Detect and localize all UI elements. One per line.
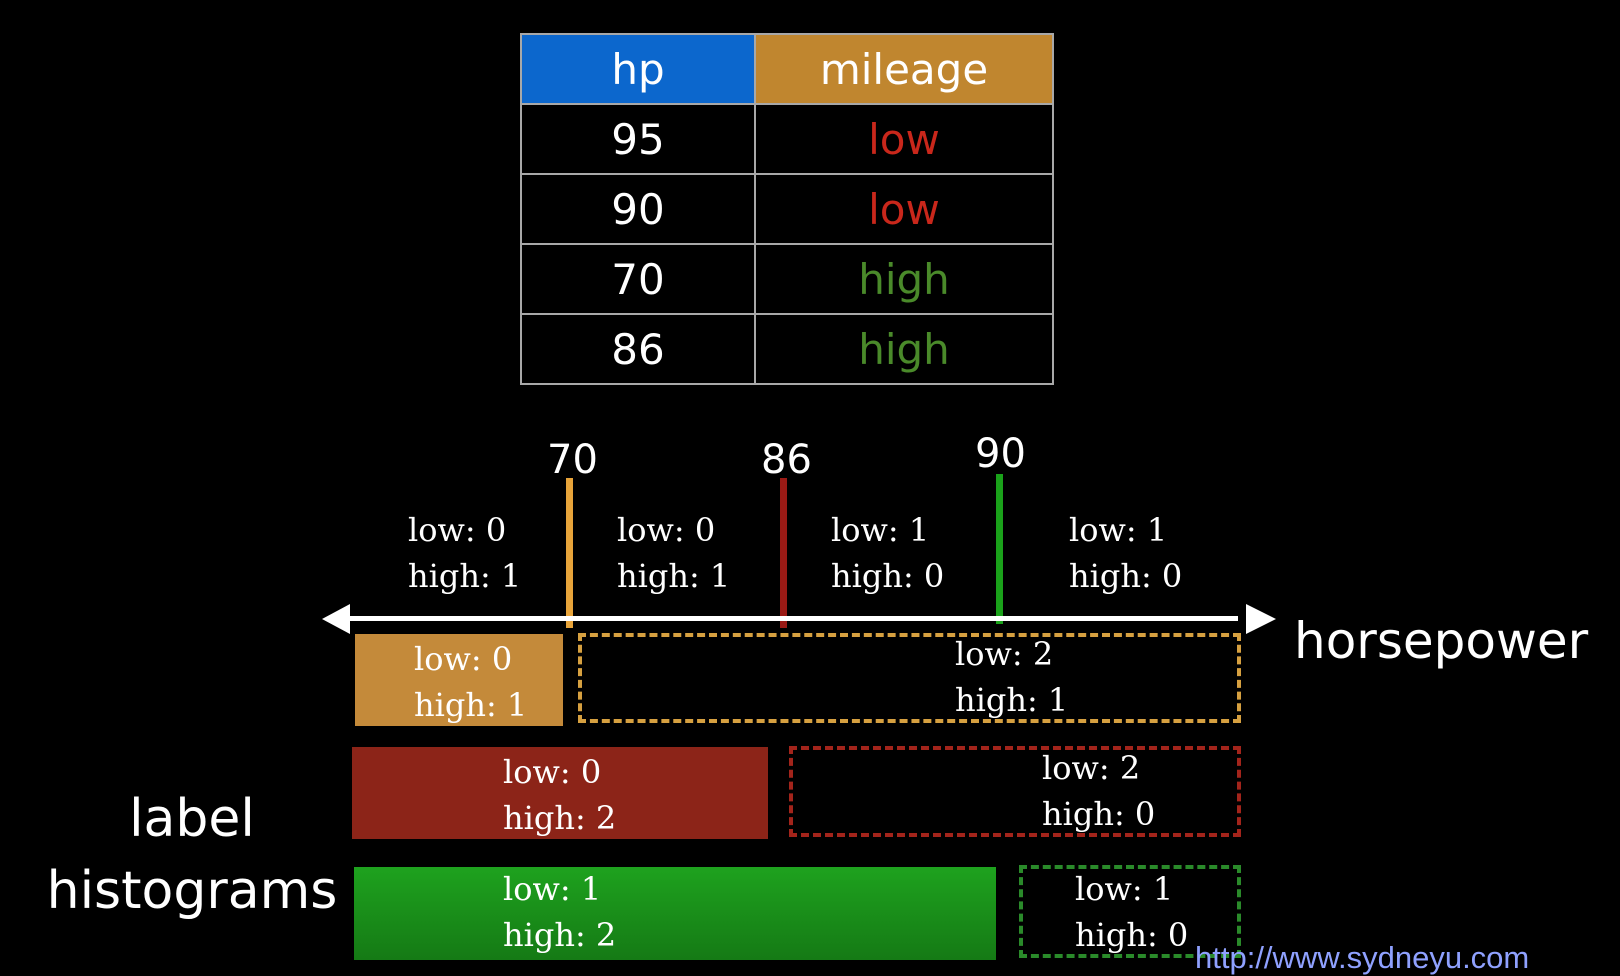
- split-line-86: [780, 478, 787, 628]
- split-line-90: [996, 474, 1003, 624]
- histogram-86-right: [789, 746, 1241, 837]
- histogram-70-left-counts: low: 0 high: 1: [414, 636, 527, 728]
- histogram-low: low: 2: [955, 635, 1054, 673]
- horsepower-axis-line: [340, 616, 1238, 621]
- histogram-86-left-counts: low: 0 high: 2: [503, 749, 616, 841]
- histogram-low: low: 1: [1075, 870, 1174, 908]
- segment-counts-3: low: 1 high: 0: [831, 507, 944, 599]
- segment-counts-2: low: 0 high: 1: [617, 507, 730, 599]
- cell-hp: 70: [520, 243, 756, 315]
- segment-counts-1: low: 0 high: 1: [408, 507, 521, 599]
- histogram-90-left-counts: low: 1 high: 2: [503, 866, 616, 958]
- split-label-86: 86: [761, 437, 812, 483]
- histogram-high: high: 1: [955, 681, 1069, 719]
- histogram-86-left: [352, 747, 768, 839]
- cell-hp: 86: [520, 313, 756, 385]
- split-line-70: [566, 478, 573, 628]
- segment-high: high: 1: [617, 557, 731, 595]
- watermark-url: http://www.sydneyu.com: [1195, 940, 1530, 975]
- histogram-low: low: 2: [1042, 749, 1141, 787]
- histogram-high: high: 2: [503, 799, 617, 837]
- table-row: 90 low: [520, 173, 1054, 245]
- cell-mileage: high: [754, 313, 1054, 385]
- histogram-90-right: [1019, 865, 1241, 958]
- split-label-70: 70: [547, 437, 598, 483]
- table-row: 70 high: [520, 243, 1054, 315]
- segment-low: low: 1: [1069, 511, 1168, 549]
- label-histograms-caption: label histograms: [42, 783, 342, 927]
- caption-line-2: histograms: [46, 861, 338, 921]
- histogram-70-right-counts: low: 2 high: 1: [955, 631, 1068, 723]
- histogram-90-right-counts: low: 1 high: 0: [1075, 866, 1188, 958]
- segment-counts-4: low: 1 high: 0: [1069, 507, 1182, 599]
- histogram-90-left: [354, 867, 996, 960]
- hp-mileage-table: hp mileage 95 low 90 low 70 high 86 high: [520, 33, 1054, 385]
- segment-low: low: 1: [831, 511, 930, 549]
- histogram-low: low: 1: [503, 870, 602, 908]
- cell-mileage: low: [754, 173, 1054, 245]
- segment-high: high: 0: [1069, 557, 1183, 595]
- cell-mileage: high: [754, 243, 1054, 315]
- header-hp: hp: [520, 33, 756, 105]
- table-row: 86 high: [520, 313, 1054, 385]
- split-label-90: 90: [975, 431, 1026, 477]
- arrow-right-icon: [1246, 604, 1276, 634]
- segment-low: low: 0: [408, 511, 507, 549]
- cell-hp: 95: [520, 103, 756, 175]
- histogram-high: high: 0: [1075, 916, 1189, 954]
- cell-mileage: low: [754, 103, 1054, 175]
- segment-low: low: 0: [617, 511, 716, 549]
- histogram-70-left: [355, 634, 563, 726]
- histogram-high: high: 2: [503, 916, 617, 954]
- arrow-left-icon: [322, 604, 350, 634]
- histogram-70-right: [578, 633, 1241, 723]
- histogram-86-right-counts: low: 2 high: 0: [1042, 745, 1155, 837]
- header-mileage: mileage: [754, 33, 1054, 105]
- histogram-high: high: 1: [414, 686, 528, 724]
- histogram-high: high: 0: [1042, 795, 1156, 833]
- caption-line-1: label: [129, 789, 255, 849]
- histogram-low: low: 0: [503, 753, 602, 791]
- segment-high: high: 0: [831, 557, 945, 595]
- table-row: 95 low: [520, 103, 1054, 175]
- table-header-row: hp mileage: [520, 33, 1054, 105]
- axis-title: horsepower: [1294, 612, 1589, 670]
- histogram-low: low: 0: [414, 640, 513, 678]
- segment-high: high: 1: [408, 557, 522, 595]
- cell-hp: 90: [520, 173, 756, 245]
